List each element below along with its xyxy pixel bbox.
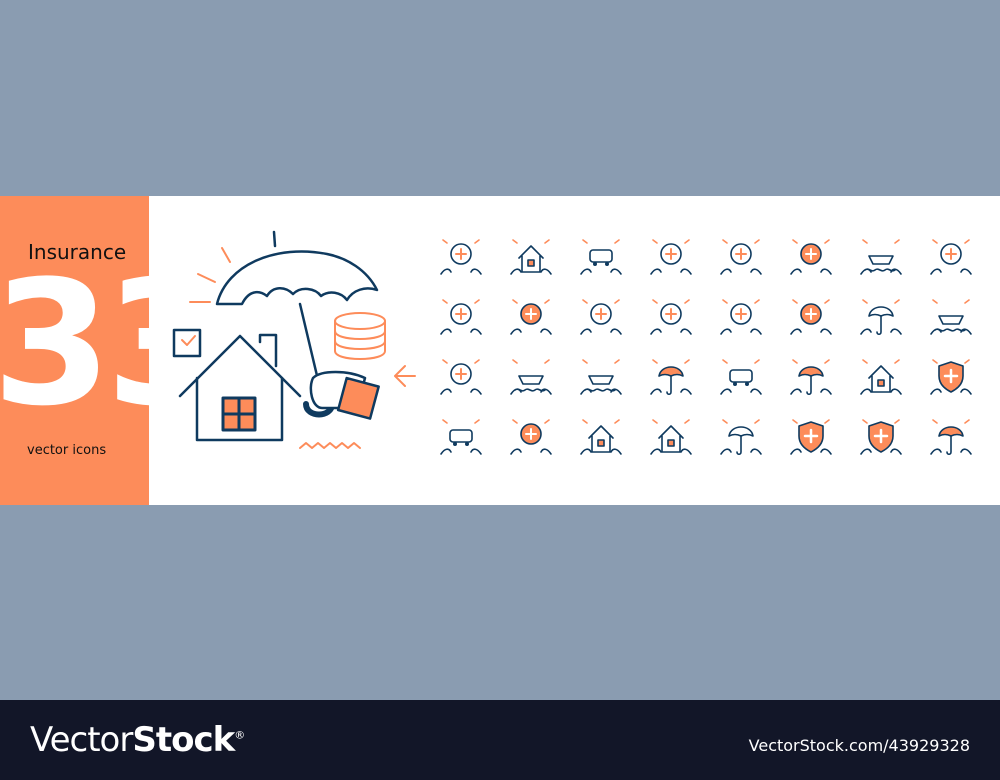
medical-shield-icon — [918, 346, 984, 406]
flood-hands-icon — [568, 346, 634, 406]
globe-hands-icon — [708, 286, 774, 346]
server-hands-icon — [428, 226, 494, 286]
house-umbrella-illustration-icon — [172, 230, 416, 449]
umbrella-suitcase-icon — [638, 346, 704, 406]
ship-hands-icon — [848, 226, 914, 286]
icon-count: 33 — [0, 243, 149, 444]
icon-grid — [428, 226, 984, 466]
umbrella-coins-icon — [778, 346, 844, 406]
24h-support-icon — [778, 226, 844, 286]
image-url: VectorStock.com/43929328 — [748, 736, 970, 755]
umbrella-checklist-icon — [918, 406, 984, 466]
wheat-hands-icon — [918, 226, 984, 286]
car-accident-icon — [428, 406, 494, 466]
banner-subtitle: vector icons — [27, 443, 107, 458]
lifebuoy-icon — [778, 286, 844, 346]
heart-pulse-icon — [638, 286, 704, 346]
banner-title: Insurance — [28, 240, 127, 264]
car-hands-icon — [568, 226, 634, 286]
orange-panel: Insurance 33 vector icons — [0, 196, 149, 505]
banner: Insurance 33 vector icons — [0, 196, 1000, 505]
broken-phone-icon — [708, 346, 774, 406]
folders-icon — [708, 226, 774, 286]
shield-hands-icon — [848, 406, 914, 466]
baby-hands-icon — [568, 286, 634, 346]
house-fire-icon — [848, 346, 914, 406]
piggy-bank-icon — [638, 226, 704, 286]
coins-shield-icon — [778, 406, 844, 466]
vectorstock-logo: VectorStock® — [30, 720, 245, 760]
phone-flood-icon — [918, 286, 984, 346]
umbrella-safe-icon — [848, 286, 914, 346]
sinking-ship-icon — [498, 346, 564, 406]
house-flood-icon — [568, 406, 634, 466]
family-hands-icon — [428, 286, 494, 346]
house-hands-icon — [498, 226, 564, 286]
tornado-house-icon — [638, 406, 704, 466]
contract-document-icon — [428, 346, 494, 406]
footer: VectorStock® VectorStock.com/43929328 — [0, 700, 1000, 780]
person-falling-icon — [498, 406, 564, 466]
first-aid-kit-icon — [498, 286, 564, 346]
umbrella-luggage-icon — [708, 406, 774, 466]
